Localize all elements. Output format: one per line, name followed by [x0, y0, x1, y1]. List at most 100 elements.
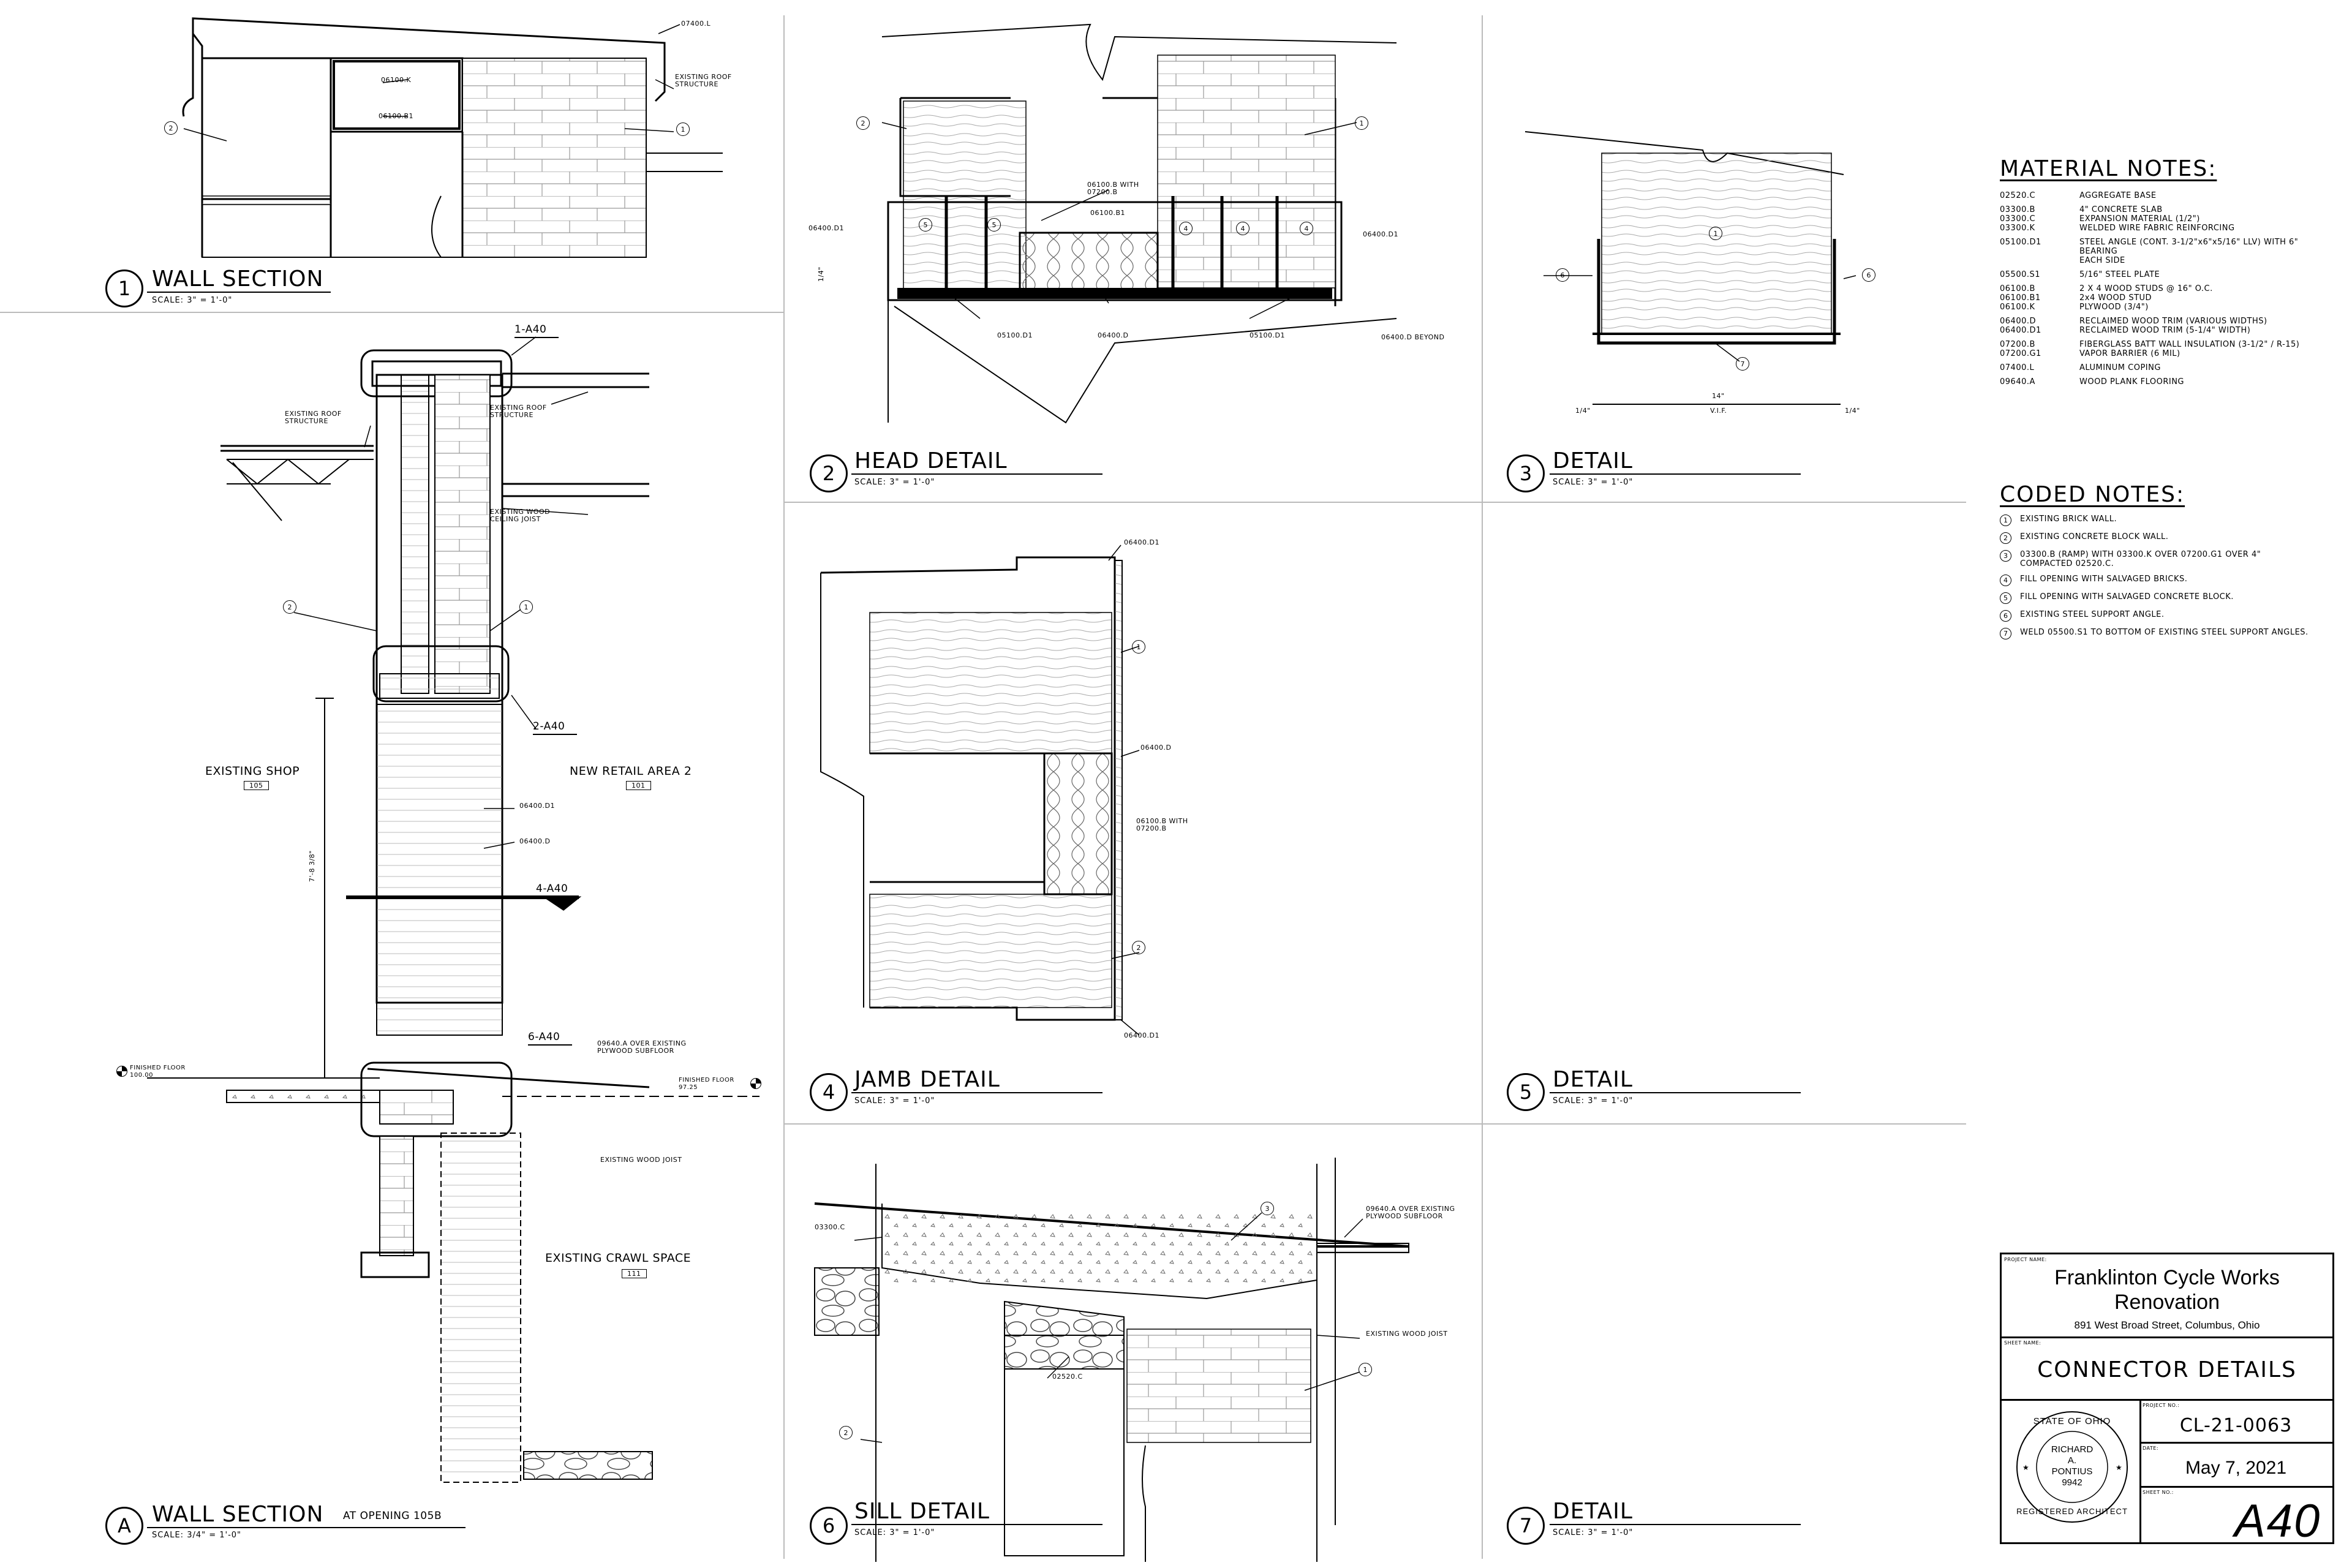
- dA-height-dimension: 7'-8 3/8": [308, 850, 316, 882]
- coded-note-line: WELD 05500.S1 TO BOTTOM OF EXISTING STEE…: [2020, 628, 2309, 637]
- seal-name: RICHARD A. PONTIUS 9942: [2014, 1444, 2130, 1488]
- coded-note-line: COMPACTED 02520.C.: [2020, 559, 2114, 568]
- material-note-code: 07400.L: [2000, 363, 2035, 372]
- material-note-line: EACH SIDE: [2079, 256, 2125, 265]
- dA-trim-d-label: 06400.D: [519, 837, 551, 845]
- material-note-codes: 09640.A: [2000, 377, 2079, 386]
- detail-3-number: 3: [1507, 454, 1545, 492]
- dA-ref-6-A40: 6-A40: [528, 1032, 573, 1046]
- sheet-name: CONNECTOR DETAILS: [2037, 1357, 2297, 1382]
- d6-coded-note-2: 2: [839, 1426, 853, 1439]
- detail-4-title-underline: [851, 1092, 1102, 1093]
- coded-note-text: EXISTING STEEL SUPPORT ANGLE.: [2020, 610, 2165, 619]
- material-note-code: 06100.K: [2000, 303, 2035, 312]
- material-note-line: EXPANSION MATERIAL (1/2"): [2079, 214, 2200, 224]
- coded-note-number: 1: [2000, 514, 2011, 526]
- detail-A-number: A: [105, 1507, 143, 1545]
- d4-trim-top-label: 06400.D1: [1124, 538, 1159, 546]
- d1-coded-note-2: 2: [164, 121, 178, 135]
- d3-coded-note-6-left: 6: [1556, 268, 1569, 282]
- material-note-text: STEEL ANGLE (CONT. 3-1/2"x6"x5/16" LLV) …: [2079, 238, 2331, 265]
- d2-coded-note-2: 2: [856, 116, 870, 130]
- material-note-text: AGGREGATE BASE: [2079, 191, 2157, 200]
- project-name-label: PROJECT NAME:: [2004, 1257, 2047, 1262]
- detail-A-title: WALL SECTION: [152, 1502, 324, 1527]
- material-note-code: 06400.D1: [2000, 326, 2041, 335]
- seal-name-line-3: PONTIUS: [2051, 1466, 2093, 1477]
- d6-slab-label: 03300.C: [815, 1223, 845, 1231]
- d2-stud-b1-label: 06100.B1: [1090, 209, 1126, 217]
- coded-note-line: EXISTING STEEL SUPPORT ANGLE.: [2020, 610, 2165, 619]
- d6-coded-note-1: 1: [1359, 1363, 1372, 1376]
- seal-registered: REGISTERED ARCHITECT: [2016, 1507, 2128, 1516]
- seal-name-line-2: A.: [2067, 1455, 2077, 1466]
- coded-note-text: FILL OPENING WITH SALVAGED BRICKS.: [2020, 575, 2187, 584]
- material-note-code: 05500.S1: [2000, 270, 2041, 279]
- material-note-row: 05500.S1 5/16" STEEL PLATE: [2000, 270, 2331, 279]
- d2-trim-left-label: 06400.D1: [809, 224, 844, 232]
- material-note-line: VAPOR BARRIER (6 MIL): [2079, 349, 2180, 358]
- material-note-line: STEEL ANGLE (CONT. 3-1/2"x6"x5/16" LLV) …: [2079, 238, 2299, 256]
- coded-note-number: 4: [2000, 575, 2011, 586]
- detail-6-number: 6: [810, 1507, 848, 1545]
- project-no-label: PROJECT NO.:: [2143, 1403, 2180, 1408]
- seal-name-line-1: RICHARD: [2051, 1444, 2094, 1455]
- d3-dim-left: 1/4": [1575, 407, 1591, 415]
- dA-ref-2-A40: 2-A40: [533, 722, 578, 735]
- coded-note-line: FILL OPENING WITH SALVAGED BRICKS.: [2020, 575, 2188, 584]
- dA-room-crawl-number: 111: [622, 1269, 647, 1278]
- material-note-line: 5/16" STEEL PLATE: [2079, 270, 2160, 279]
- d2-coded-note-1: 1: [1355, 116, 1368, 130]
- d4-trim-mid-label: 06400.D: [1140, 744, 1172, 752]
- dA-room-shop-number: 105: [244, 781, 269, 790]
- material-note-codes: 02520.C: [2000, 191, 2079, 200]
- detail-7-scale: SCALE: 3" = 1'-0": [1553, 1528, 1634, 1537]
- material-note-code: 03300.C: [2000, 214, 2036, 224]
- coded-note-row: 4 FILL OPENING WITH SALVAGED BRICKS.: [2000, 575, 2343, 586]
- detail-2-scale: SCALE: 3" = 1'-0": [854, 478, 935, 487]
- coded-note-text: EXISTING BRICK WALL.: [2020, 514, 2117, 524]
- title-block-divider-3: [2139, 1399, 2141, 1542]
- material-note-codes: 05100.D1: [2000, 238, 2079, 265]
- detail-A-subtitle: AT OPENING 105B: [343, 1510, 442, 1522]
- dA-floor-datum-right-icon: [750, 1078, 761, 1089]
- detail-5-number: 5: [1507, 1073, 1545, 1111]
- detail-2-title: HEAD DETAIL: [854, 448, 1008, 473]
- coded-note-number: 6: [2000, 610, 2011, 622]
- detail-3-scale: SCALE: 3" = 1'-0": [1553, 478, 1634, 487]
- coded-note-row: 7 WELD 05500.S1 TO BOTTOM OF EXISTING STE…: [2000, 628, 2343, 639]
- d3-coded-note-1: 1: [1709, 227, 1722, 240]
- detail-5-title: DETAIL: [1553, 1067, 1633, 1092]
- dA-room-retail-number: 101: [626, 781, 651, 790]
- detail-7-title: DETAIL: [1553, 1499, 1633, 1524]
- coded-note-row: 1 EXISTING BRICK WALL.: [2000, 514, 2343, 526]
- d6-coded-note-3: 3: [1261, 1202, 1274, 1215]
- d4-coded-note-2: 2: [1132, 941, 1145, 954]
- coded-note-number: 2: [2000, 532, 2011, 544]
- material-note-line: AGGREGATE BASE: [2079, 191, 2157, 200]
- project-name-line-2: Renovation: [2114, 1291, 2220, 1314]
- material-note-line: WELDED WIRE FABRIC REINFORCING: [2079, 224, 2235, 233]
- svg-text:★: ★: [2022, 1463, 2029, 1472]
- seal-ring-icon: ★ ★: [2016, 1411, 2128, 1523]
- coded-note-text: WELD 05500.S1 TO BOTTOM OF EXISTING STEE…: [2020, 628, 2309, 637]
- d2-coded-note-4a: 4: [1179, 222, 1193, 235]
- coded-note-number: 7: [2000, 628, 2011, 639]
